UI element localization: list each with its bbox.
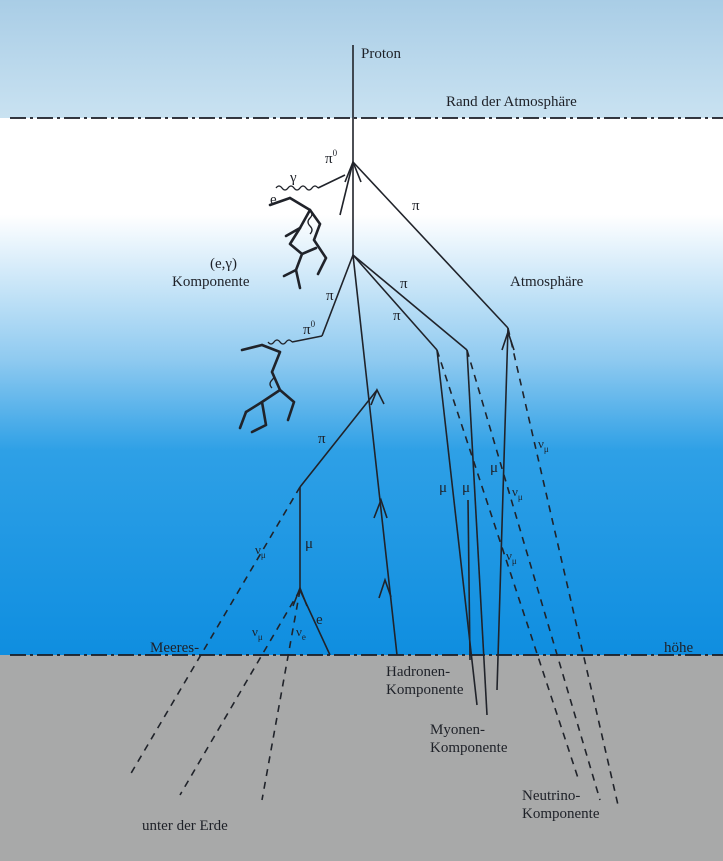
mu-label-2: μ xyxy=(462,480,470,496)
pi-b-label: π xyxy=(326,288,334,304)
ground-region xyxy=(0,655,723,861)
neutrino-label-2: Komponente xyxy=(522,806,600,822)
hadronen-label-1: Hadronen- xyxy=(386,664,450,680)
myonen-label-2: Komponente xyxy=(430,740,508,756)
neutrino-label-1: Neutrino- xyxy=(522,788,580,804)
hadronen-label-2: Komponente xyxy=(386,682,464,698)
pi-a-label: π xyxy=(400,276,408,292)
pi-c-label: π xyxy=(393,308,401,324)
rand-label: Rand der Atmosphäre xyxy=(446,94,577,110)
e-top-label: e xyxy=(270,192,277,208)
meeres-label: Meeres- xyxy=(150,640,199,656)
gamma-label: γ xyxy=(289,170,297,186)
mu-left-label: μ xyxy=(305,536,313,552)
myonen-label-1: Myonen- xyxy=(430,722,485,738)
atmosphaere-label: Atmosphäre xyxy=(510,274,584,290)
atmosphere-region xyxy=(0,118,723,655)
pi-right-label: π xyxy=(412,198,420,214)
egamma-label-2: Komponente xyxy=(172,274,250,290)
hoehe-label: höhe xyxy=(664,640,694,656)
proton-label: Proton xyxy=(361,46,402,62)
pi-low-label: π xyxy=(318,431,326,447)
egamma-label-1: (e,γ) xyxy=(210,256,237,272)
e-low-label: e xyxy=(316,612,323,628)
mu-label-3: μ xyxy=(490,460,498,476)
mu-label-1: μ xyxy=(439,480,447,496)
unter-der-erde-label: unter der Erde xyxy=(142,818,228,834)
